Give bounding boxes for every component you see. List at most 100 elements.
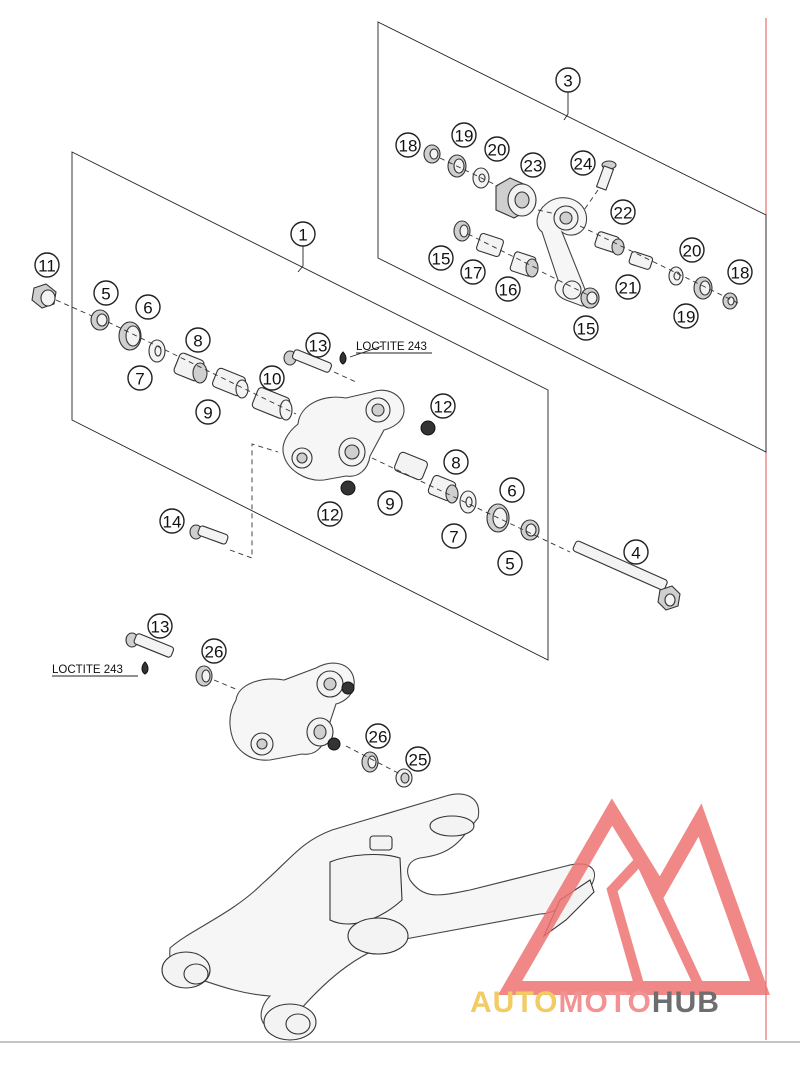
callout-number: 18 (731, 264, 750, 283)
callout-number: 9 (203, 404, 212, 423)
callout-number: 18 (399, 137, 418, 156)
callout-c21: 21 (615, 274, 641, 300)
leader-lines (297, 92, 569, 273)
callout-c17: 17 (460, 259, 486, 285)
callout-c9a: 9 (195, 399, 221, 425)
callout-number: 20 (488, 141, 507, 160)
watermark-text: AUTOMOTOHUB (470, 986, 720, 1019)
callout-c26b: 26 (365, 723, 391, 749)
ring-15-lower (580, 287, 600, 309)
callout-c6a: 6 (135, 294, 161, 320)
callout-number: 24 (574, 155, 593, 174)
callout-circle (317, 501, 343, 527)
callout-c13a: 13 (305, 332, 331, 358)
callout-c6b: 6 (499, 477, 525, 503)
sleeve-9-left (212, 367, 249, 399)
callout-number: 20 (683, 242, 702, 261)
bushing-17 (476, 232, 504, 258)
callout-c12a: 12 (430, 393, 456, 419)
ring-19-right (693, 276, 713, 300)
callout-number: 7 (135, 370, 144, 389)
callout-c9b: 9 (377, 490, 403, 516)
callout-circle (305, 332, 331, 358)
seal-18-right (722, 292, 738, 310)
bushing-11 (31, 283, 57, 309)
seal-6-left (118, 321, 142, 351)
callout-circle (147, 613, 173, 639)
callout-c11: 11 (34, 252, 60, 278)
bushing-25 (395, 768, 413, 788)
callout-circle (499, 477, 525, 503)
callout-number: 5 (505, 555, 514, 574)
callout-number: 22 (614, 204, 633, 223)
callout-circle (259, 365, 285, 391)
callout-circle (430, 393, 456, 419)
callout-circle (570, 150, 596, 176)
callout-c19a: 19 (451, 122, 477, 148)
callout-circle (615, 274, 641, 300)
rocker-assembled (229, 662, 355, 761)
callout-circle (201, 638, 227, 664)
callout-c23: 23 (520, 152, 546, 178)
callout-number: 1 (298, 226, 307, 245)
callout-circle (135, 294, 161, 320)
callout-c16: 16 (495, 276, 521, 302)
callout-c18a: 18 (395, 132, 421, 158)
callout-c4: 4 (623, 539, 649, 565)
bushing-21 (628, 251, 654, 270)
callout-number: 8 (451, 454, 460, 473)
callout-number: 13 (151, 618, 170, 637)
callout-c26a: 26 (201, 638, 227, 664)
callout-c8b: 8 (443, 449, 469, 475)
callout-circle (34, 252, 60, 278)
callout-c1: 1 (290, 221, 316, 247)
callout-c18b: 18 (727, 259, 753, 285)
callout-c12b: 12 (317, 501, 343, 527)
callout-c8a: 8 (185, 327, 211, 353)
loctite-droplet-top (339, 351, 347, 365)
callout-c15a: 15 (428, 245, 454, 271)
loctite-droplet-bottom (141, 661, 149, 675)
watermark-triangle (497, 798, 770, 995)
callout-number: 11 (38, 257, 56, 276)
callout-c7a: 7 (127, 365, 153, 391)
bolt-14 (189, 524, 229, 545)
assembly-frame-1 (71, 151, 549, 661)
bearing-8-right (427, 474, 459, 504)
callout-c24: 24 (570, 150, 596, 176)
callout-number: 17 (464, 264, 483, 283)
callout-c19b: 19 (673, 303, 699, 329)
lower-assembly (52, 632, 413, 788)
callout-c20b: 20 (679, 237, 705, 263)
callout-number: 5 (101, 285, 110, 304)
callout-circle (159, 508, 185, 534)
callout-circle (365, 723, 391, 749)
callout-number: 19 (677, 308, 696, 327)
callout-circle (441, 523, 467, 549)
callout-circle (443, 449, 469, 475)
callout-circle (195, 399, 221, 425)
callout-circle (610, 199, 636, 225)
rocker-lever-1 (282, 389, 405, 481)
callout-c5b: 5 (497, 550, 523, 576)
ring-26-upper (195, 665, 213, 687)
callout-circle (520, 152, 546, 178)
cap-12-upper (420, 420, 436, 436)
link-arm-22 (536, 197, 591, 307)
callout-circle (395, 132, 421, 158)
callout-number: 25 (409, 751, 428, 770)
callout-number: 9 (385, 495, 394, 514)
screw-24 (595, 160, 617, 191)
bushing-5-right (520, 519, 540, 541)
callout-number: 12 (321, 506, 340, 525)
bushing-5-left (90, 309, 110, 331)
callout-number: 19 (455, 127, 474, 146)
callout-number: 23 (524, 157, 543, 176)
callout-number: 6 (143, 299, 152, 318)
bushing-16 (509, 251, 539, 278)
watermark-logo: AUTOMOTOHUB (470, 798, 770, 1019)
callout-number: 4 (631, 544, 640, 563)
sleeve-23 (495, 177, 537, 219)
assembly-1-parts (31, 283, 681, 611)
swingarm (161, 793, 595, 1041)
